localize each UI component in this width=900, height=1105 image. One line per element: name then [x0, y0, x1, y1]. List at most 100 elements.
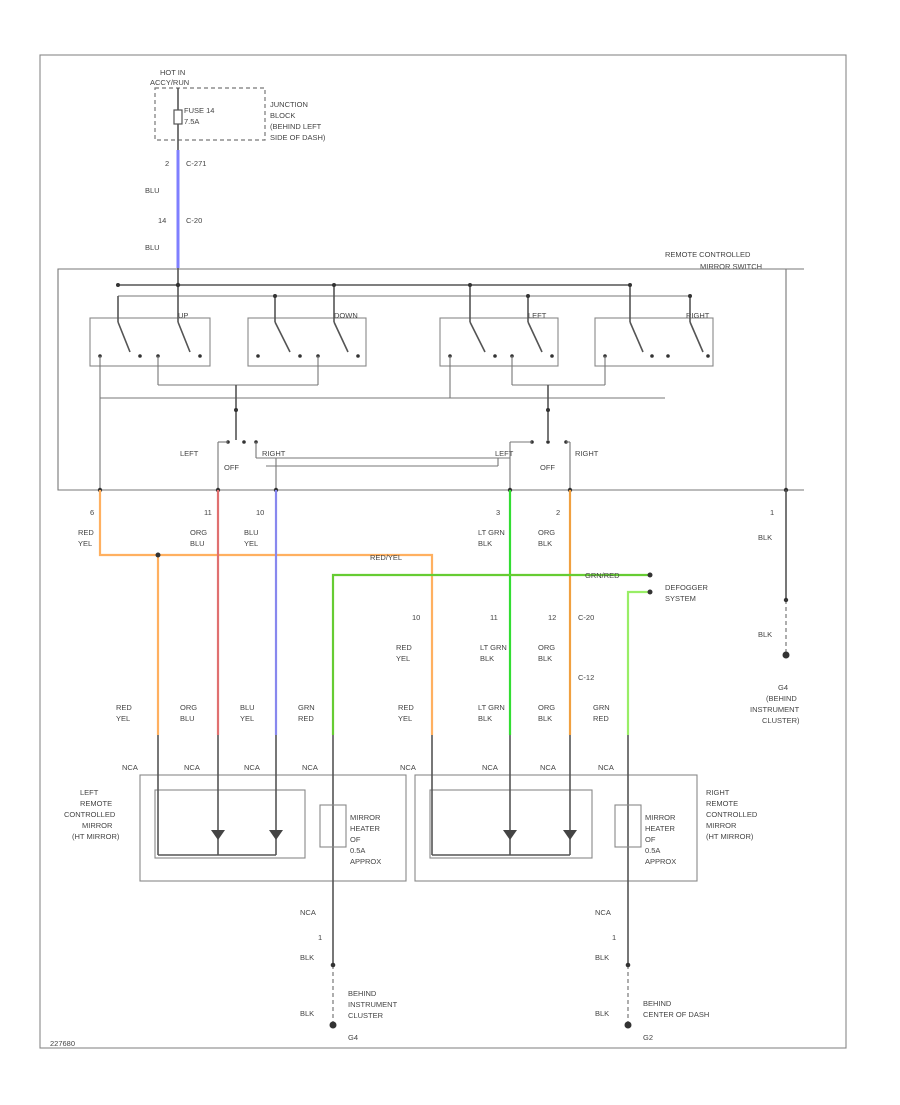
wire-blk-bl1: BLK [300, 953, 314, 962]
sel-off-label-r: OFF [540, 463, 555, 472]
footer-code: 227680 [50, 1039, 75, 1048]
mr-yel: YEL [398, 714, 412, 723]
red-yel-wire [98, 490, 434, 735]
pin-11-label: 11 [204, 508, 212, 517]
ml-yel: YEL [116, 714, 130, 723]
sw-right-label: RIGHT [686, 311, 710, 320]
heater-label-l1: MIRROR [350, 813, 381, 822]
left-mirror-label-4: MIRROR [82, 821, 113, 830]
wire-blu-yel-1: BLU [244, 528, 259, 537]
ground-bl-label-4: G4 [348, 1033, 358, 1042]
wire-blk-g: BLK [758, 533, 772, 542]
wire-org-blk-2: BLK [538, 539, 552, 548]
left-mirror-label-3: CONTROLLED [64, 810, 116, 819]
heater-label-l2: HEATER [350, 824, 380, 833]
wire-lt-grn-blk-1: LT GRN [478, 528, 505, 537]
wire-red-yel-2: YEL [78, 539, 92, 548]
mr-red: RED [398, 703, 414, 712]
mirror-motors [157, 735, 571, 856]
left-mirror-label-1: LEFT [80, 788, 99, 797]
nca-br: NCA [595, 908, 611, 917]
switch-dots [98, 282, 710, 358]
heater-label-r2: HEATER [645, 824, 675, 833]
nca-8: NCA [598, 763, 614, 772]
ground-dot-br [625, 962, 631, 968]
ground-g4-label-2: (BEHIND [766, 694, 797, 703]
nca-1: NCA [122, 763, 138, 772]
splice-dot [155, 552, 161, 558]
sel-right-label-l: RIGHT [262, 449, 286, 458]
diagram-frame [39, 54, 847, 1049]
heater-element-left [319, 804, 347, 848]
c20-label: C-20 [186, 216, 202, 225]
heater-element-right [614, 804, 642, 848]
right-mirror-label-4: MIRROR [706, 821, 737, 830]
nca-6: NCA [482, 763, 498, 772]
sel-right-label-r: RIGHT [575, 449, 599, 458]
ml-org: ORG [180, 703, 197, 712]
wire-org-blk-m1: ORG [538, 643, 555, 652]
motor-icon [269, 830, 283, 840]
sw-up-label: UP [178, 311, 188, 320]
c271-label: C-271 [186, 159, 206, 168]
pin-12-label: 12 [548, 613, 556, 622]
wire-org-blu-1: ORG [190, 528, 207, 537]
switch-title-1: REMOTE CONTROLLED [665, 250, 751, 259]
ground-bl-label-2: INSTRUMENT [348, 1000, 398, 1009]
left-mirror-housing [139, 774, 407, 882]
mr-ltgrn: LT GRN [478, 703, 505, 712]
left-mirror-label-5: (HT MIRROR) [72, 832, 120, 841]
defogger-label-2: SYSTEM [665, 594, 696, 603]
ml-blu2: BLU [240, 703, 255, 712]
junction-label-3: (BEHIND LEFT [270, 122, 322, 131]
wire-red-yel-m1: RED [396, 643, 412, 652]
nca-4: NCA [302, 763, 318, 772]
pin-10-label: 10 [256, 508, 264, 517]
ml-blu: BLU [180, 714, 195, 723]
pin-11b-label: 11 [490, 613, 498, 622]
wire-red-yel-1: RED [78, 528, 94, 537]
pin-6-label: 6 [90, 508, 94, 517]
heater-label-r3: OF [645, 835, 656, 844]
wire-blu-yel-2: YEL [244, 539, 258, 548]
heater-label-l3: OF [350, 835, 361, 844]
heater-label-l4: 0.5A [350, 846, 365, 855]
grn-red-wire-right [626, 590, 650, 735]
ground-g4-label-1: G4 [778, 683, 788, 692]
mirror-wire-labels: RED YEL ORG BLU BLU YEL GRN RED RED YEL … [116, 703, 610, 723]
junction-block [154, 87, 266, 141]
motor-icon [563, 830, 577, 840]
nca-2: NCA [184, 763, 200, 772]
ground-g4-label-4: CLUSTER) [762, 716, 800, 725]
pin-3-label: 3 [496, 508, 500, 517]
nca-bl: NCA [300, 908, 316, 917]
right-mirror-motor-box [429, 789, 593, 859]
defogger-dot-2 [647, 589, 653, 595]
mr-org: ORG [538, 703, 555, 712]
switch-right [594, 317, 714, 367]
ground-br-label-2: CENTER OF DASH [643, 1010, 709, 1019]
wire-org-blk-m2: BLK [538, 654, 552, 663]
heater-label-r5: APPROX [645, 857, 676, 866]
junction-label-1: JUNCTION [270, 100, 308, 109]
motor-icons [211, 830, 577, 840]
pin-2b-label: 2 [556, 508, 560, 517]
ml-grn: GRN [298, 703, 315, 712]
ml-red: RED [116, 703, 132, 712]
grn-red-wire-left [331, 573, 650, 735]
motor-icon [211, 830, 225, 840]
switch-title-2: MIRROR SWITCH [700, 262, 762, 271]
switch-contacts [117, 285, 704, 353]
nca-labels: NCA NCA NCA NCA NCA NCA NCA NCA [122, 763, 614, 772]
right-mirror-label-5: (HT MIRROR) [706, 832, 754, 841]
pin-1gr-label: 1 [612, 933, 616, 942]
wire-blk-g2: BLK [758, 630, 772, 639]
wire-blk-br1: BLK [595, 953, 609, 962]
hot-in-label: HOT IN [160, 68, 185, 77]
switch-housing [57, 268, 804, 491]
accessory-label: ACCY/RUN [150, 78, 189, 87]
motor-icon [503, 830, 517, 840]
sel-left-label-r: LEFT [495, 449, 514, 458]
